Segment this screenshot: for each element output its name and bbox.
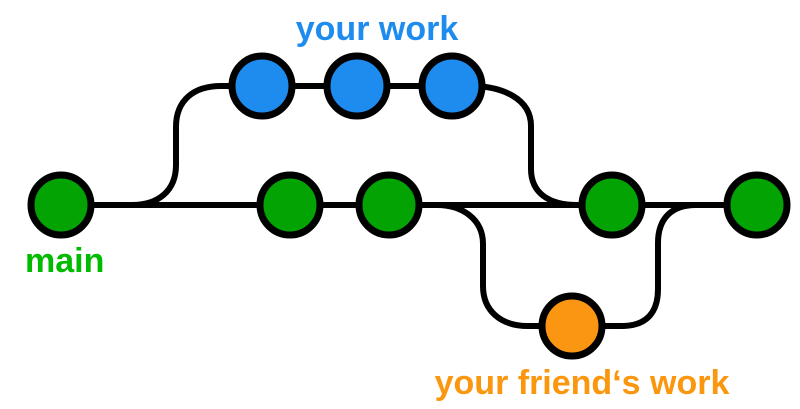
commit-node-your-work — [228, 52, 296, 120]
commit-node-main — [256, 171, 324, 239]
commit-node-your-friends-work — [538, 292, 606, 360]
edge-merge-your-work — [449, 83, 580, 208]
commit-node-main — [578, 171, 646, 239]
commit-node-main — [723, 171, 791, 239]
edge-branch-out-your-work — [129, 83, 264, 208]
commit-node-main — [355, 171, 423, 239]
label-main: main — [25, 242, 104, 280]
commit-nodes — [27, 52, 791, 360]
commit-node-your-work — [418, 52, 486, 120]
edge-merge-friends-work — [600, 202, 699, 329]
label-your-friends-work: your friend‘s work — [435, 364, 730, 402]
commit-node-main — [27, 171, 95, 239]
edge-branch-out-friends-work — [434, 202, 544, 329]
commit-node-your-work — [323, 52, 391, 120]
label-your-work: your work — [296, 10, 459, 48]
